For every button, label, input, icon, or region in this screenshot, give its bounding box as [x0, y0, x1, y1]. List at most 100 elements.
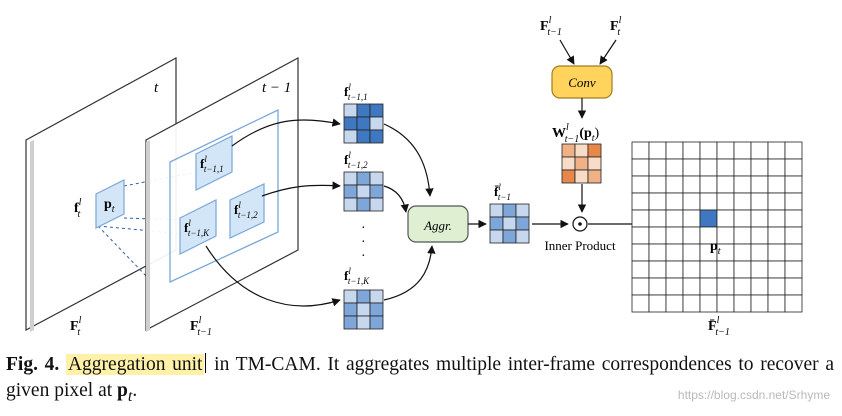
grid-cell [784, 260, 803, 279]
aggregated-grid [489, 203, 530, 244]
grid-cell [750, 192, 769, 211]
grid-cell [750, 277, 769, 296]
grid-cell [733, 277, 752, 296]
grid-cell [784, 175, 803, 194]
grid-cell [369, 315, 384, 330]
p-t-base: p [104, 197, 112, 212]
grid-cell [716, 277, 735, 296]
grid-1 [343, 103, 384, 144]
grid-cell [631, 141, 650, 160]
inner-product-label: Inner Product [544, 238, 616, 253]
watermark: https://blog.csdn.net/Srhyme [677, 388, 830, 402]
grid-cell [356, 184, 371, 199]
grid-cell [699, 294, 718, 313]
grid-cell [561, 156, 576, 171]
grid-cell [699, 277, 718, 296]
grid-cell [699, 158, 718, 177]
grid-cell [631, 175, 650, 194]
grid-cell [665, 260, 684, 279]
grid-cell [356, 116, 371, 131]
grid-cell [489, 203, 504, 218]
grid-cell [574, 169, 589, 184]
grid-cell [750, 175, 769, 194]
grid-cell [682, 209, 701, 228]
grid-cell [665, 277, 684, 296]
grid-cell [750, 158, 769, 177]
svg-text:·: · [361, 249, 366, 264]
grid-cell [716, 141, 735, 160]
grid-cell [489, 216, 504, 231]
grid-cell [767, 192, 786, 211]
grid-cell [369, 197, 384, 212]
vertical-dots: · · · [361, 221, 366, 264]
grid-2 [343, 171, 384, 212]
grid-cell [716, 192, 735, 211]
svg-text:flt−1,2: flt−1,2 [234, 200, 258, 220]
grid-cell [733, 260, 752, 279]
grid-cell [648, 243, 667, 262]
grid-cell [767, 209, 786, 228]
grid-cell [369, 184, 384, 199]
grid-cell [648, 226, 667, 245]
grid-cell [631, 260, 650, 279]
grid-cell [665, 294, 684, 313]
grid-cell [648, 294, 667, 313]
grid-cell [699, 192, 718, 211]
grid-cell [648, 209, 667, 228]
grid-cell [784, 158, 803, 177]
grid-cell [733, 243, 752, 262]
grid-cell [733, 192, 752, 211]
grid-cell [733, 158, 752, 177]
grid-cell [716, 175, 735, 194]
grid-cell [356, 289, 371, 304]
grid-cell [343, 171, 358, 186]
patch-p-t: pt [95, 179, 125, 229]
svg-text:flt−1,1: flt−1,1 [200, 154, 224, 174]
grid-cell [665, 141, 684, 160]
grid-cell [631, 243, 650, 262]
grid-cell [716, 294, 735, 313]
grid-cell [631, 226, 650, 245]
grid-cell [665, 209, 684, 228]
grid-cell [369, 302, 384, 317]
grid-cell [767, 243, 786, 262]
grid-cell [784, 294, 803, 313]
grid-cell [682, 277, 701, 296]
grid-cell [515, 229, 530, 244]
grid-cell [648, 260, 667, 279]
caption-label: Fig. 4. [6, 354, 60, 375]
grid-cell [665, 243, 684, 262]
figure-caption: Fig. 4. Aggregation unit in TM-CAM. It a… [6, 352, 834, 409]
grid-cell [356, 302, 371, 317]
grid-cell [369, 103, 384, 118]
grid-cell [502, 229, 517, 244]
grid-cell [682, 175, 701, 194]
grid-cell [587, 143, 602, 158]
grid-cell [767, 277, 786, 296]
grid-cell [665, 158, 684, 177]
conv-box: Conv [551, 65, 613, 99]
grid-cell [699, 141, 718, 160]
aggr-box: Aggr. [407, 205, 469, 243]
grid-cell [750, 260, 769, 279]
caption-highlight[interactable]: Aggregation unit [65, 354, 205, 375]
grid-cell [369, 129, 384, 144]
grid-cell [767, 141, 786, 160]
grid-cell [733, 175, 752, 194]
grid-cell [502, 216, 517, 231]
inner-product-node [572, 216, 588, 232]
grid-cell [356, 197, 371, 212]
grid-cell [587, 169, 602, 184]
